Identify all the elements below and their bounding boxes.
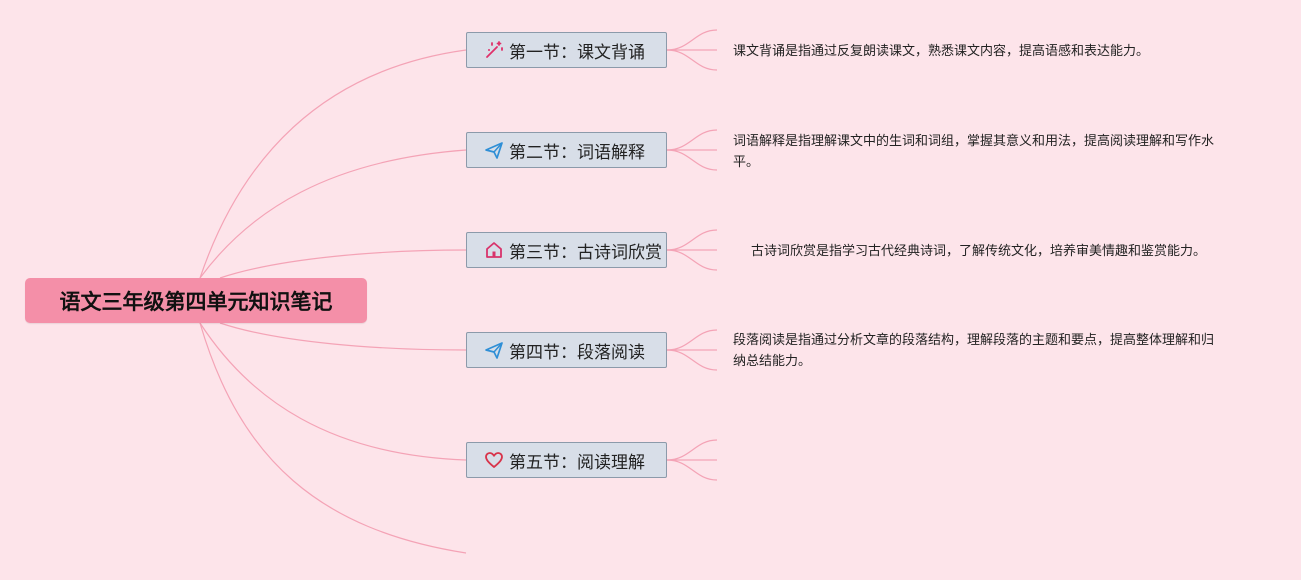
branch-line-6 [199, 322, 467, 554]
paper-plane-icon [484, 140, 504, 160]
fan-top-3 [666, 229, 718, 251]
section-1-note: 课文背诵是指通过反复朗读课文，熟悉课文内容，提高语感和表达能力。 [733, 44, 1150, 59]
section-4-node[interactable]: 第四节：段落阅读 [466, 332, 667, 368]
section-2-label: 第二节：词语解释 [509, 142, 645, 163]
section-3-note: 古诗词欣赏是指学习古代经典诗词，了解传统文化，培养审美情趣和鉴赏能力。 [751, 244, 1207, 259]
branch-line-2 [199, 149, 467, 279]
branch-line-1 [199, 49, 467, 279]
root-title: 语文三年级第四单元知识笔记 [59, 289, 333, 314]
section-2-note: 词语解释是指理解课文中的生词和词组，掌握其意义和用法，提高阅读理解和写作水平。 [733, 134, 1215, 170]
fan-top-4 [666, 329, 718, 351]
section-4-note: 段落阅读是指通过分析文章的段落结构，理解段落的主题和要点，提高整体理解和归纳总结… [733, 333, 1215, 369]
fan-bottom-1 [666, 49, 718, 71]
branch-line-4 [219, 322, 467, 351]
section-5-node[interactable]: 第五节：阅读理解 [466, 442, 667, 478]
section-1-label: 第一节：课文背诵 [509, 42, 645, 63]
fan-bottom-3 [666, 249, 718, 271]
paper-plane-icon [484, 340, 504, 360]
fan-bottom-5 [666, 459, 718, 481]
home-icon [484, 240, 504, 260]
heart-icon [484, 450, 504, 470]
magic-wand-icon [484, 40, 504, 60]
section-3-label: 第三节：古诗词欣赏 [509, 242, 662, 263]
section-1-node[interactable]: 第一节：课文背诵 [466, 32, 667, 68]
fan-bottom-2 [666, 149, 718, 171]
section-2-node[interactable]: 第二节：词语解释 [466, 132, 667, 168]
branch-line-3 [219, 249, 467, 279]
section-5-label: 第五节：阅读理解 [509, 452, 645, 473]
fan-top-1 [666, 29, 718, 51]
section-3-node[interactable]: 第三节：古诗词欣赏 [466, 232, 667, 268]
root-topic[interactable]: 语文三年级第四单元知识笔记 [25, 278, 367, 323]
fan-top-2 [666, 129, 718, 151]
branch-line-5 [199, 322, 467, 461]
section-4-label: 第四节：段落阅读 [509, 342, 645, 363]
fan-top-5 [666, 439, 718, 461]
fan-bottom-4 [666, 349, 718, 371]
